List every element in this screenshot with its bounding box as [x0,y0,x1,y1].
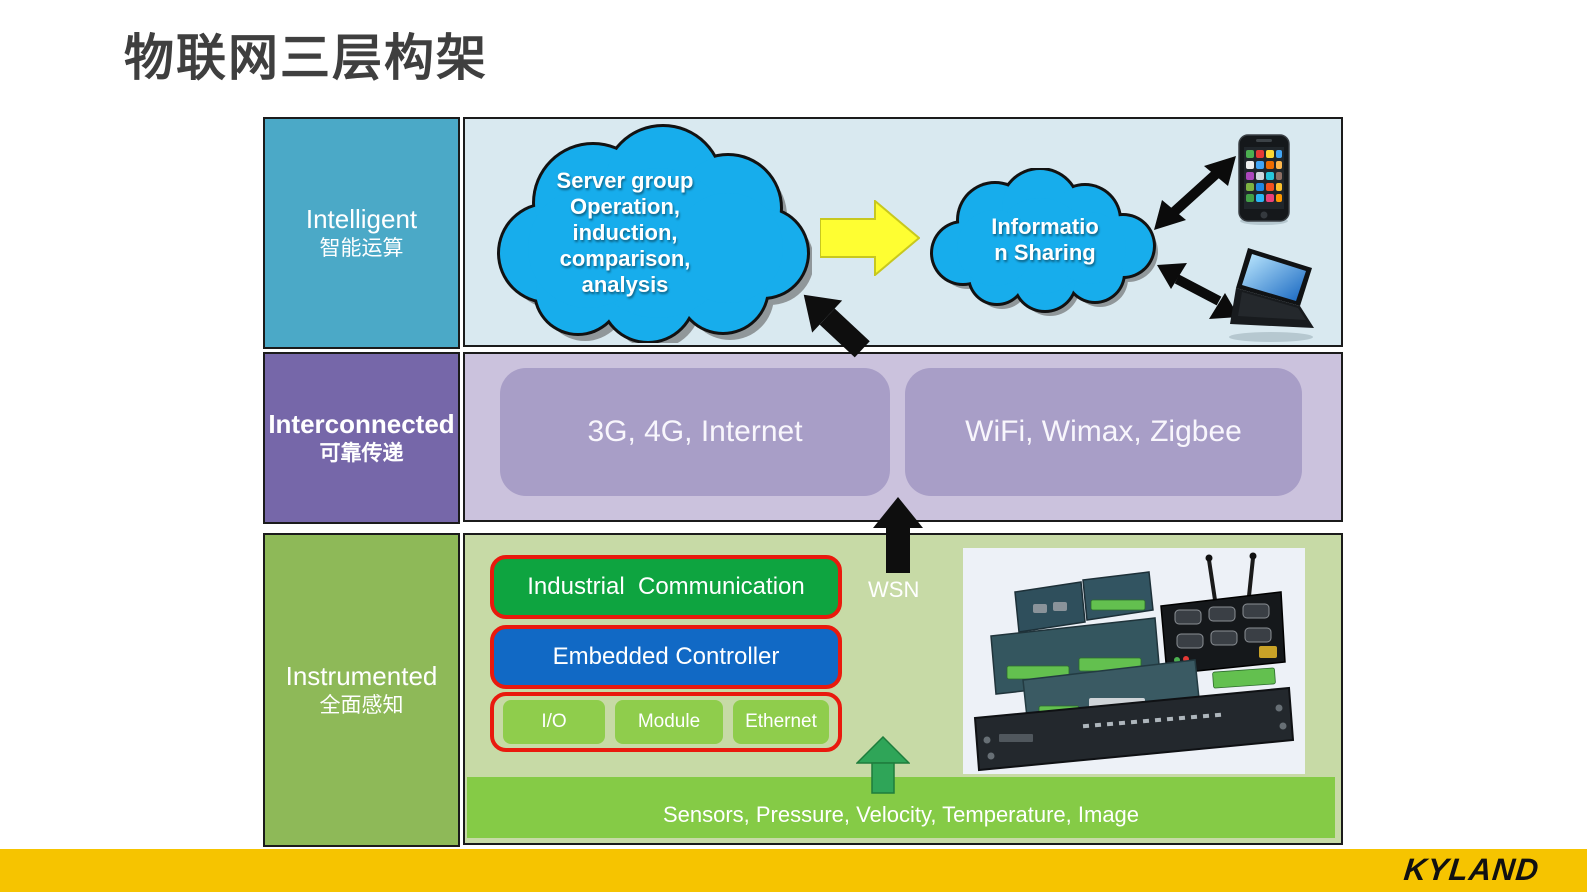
sensor-bar-label: Sensors, Pressure, Velocity, Temperature… [662,802,1140,827]
double-arrow-laptop-icon [1157,263,1239,319]
embedded-controller-label: Embedded Controller [552,643,780,670]
double-arrow-phone-icon [1154,156,1236,230]
layer-label-instrumented-en: Instrumented [285,661,438,691]
layer-label-intelligent-zh: 智能运算 [319,237,404,260]
industrial-communication-label: Industrial Communication [527,573,805,600]
io-box: I/O [503,700,605,744]
cloud-line: Operation, [569,194,680,219]
layer-label-interconnected-zh: 可靠传递 [319,442,404,465]
cloud-server-group-text: Server group Operation, induction, compa… [510,158,740,308]
kyland-logo: KYLAND [1402,852,1541,887]
yellow-right-arrow-icon [820,200,920,276]
network-box-wireless-label: WiFi, Wimax, Zigbee [965,415,1242,448]
layer-label-interconnected-en: Interconnected [268,409,455,439]
black-up-arrow-icon [873,497,923,573]
page-title: 物联网三层构架 [124,30,488,86]
network-box-cellular: 3G, 4G, Internet [500,368,890,496]
sensor-bar: Sensors, Pressure, Velocity, Temperature… [467,777,1335,838]
network-box-wireless: WiFi, Wimax, Zigbee [905,368,1302,496]
layer-label-instrumented-zh: 全面感知 [319,694,404,717]
cloud-line: induction, [572,220,678,245]
footer-bar [0,849,1587,892]
black-up-left-arrow-icon [803,294,870,358]
cloud-server-group [497,124,812,343]
layer-label-interconnected: Interconnected 可靠传递 [263,352,460,524]
green-up-arrow-icon [856,736,910,794]
network-box-cellular-label: 3G, 4G, Internet [587,415,803,448]
industrial-controller-illustration [973,552,1295,772]
smartphone-icon [1238,134,1290,225]
cloud-information-sharing-text: Informatio n Sharing [955,205,1135,275]
cloud-line: Server group [556,168,694,193]
layer-label-intelligent-en: Intelligent [305,204,418,234]
cloud-line: n Sharing [994,240,1096,265]
io-module-ethernet-row: I/O Module Ethernet [490,692,842,752]
cloud-line: comparison, [559,246,691,271]
wsn-label: WSN [868,577,920,602]
ethernet-box: Ethernet [733,700,829,744]
cloud-line: Informatio [991,214,1099,239]
embedded-controller-box: Embedded Controller [490,625,842,689]
layer-label-instrumented: Instrumented 全面感知 [263,533,460,847]
industrial-communication-box: Industrial Communication [490,555,842,619]
cloud-line: analysis [581,272,669,297]
laptop-icon [1229,248,1314,342]
cloud-information-sharing [930,168,1158,316]
module-box: Module [615,700,723,744]
layer-label-intelligent: Intelligent 智能运算 [263,117,460,349]
industrial-controller-photo [963,548,1305,774]
